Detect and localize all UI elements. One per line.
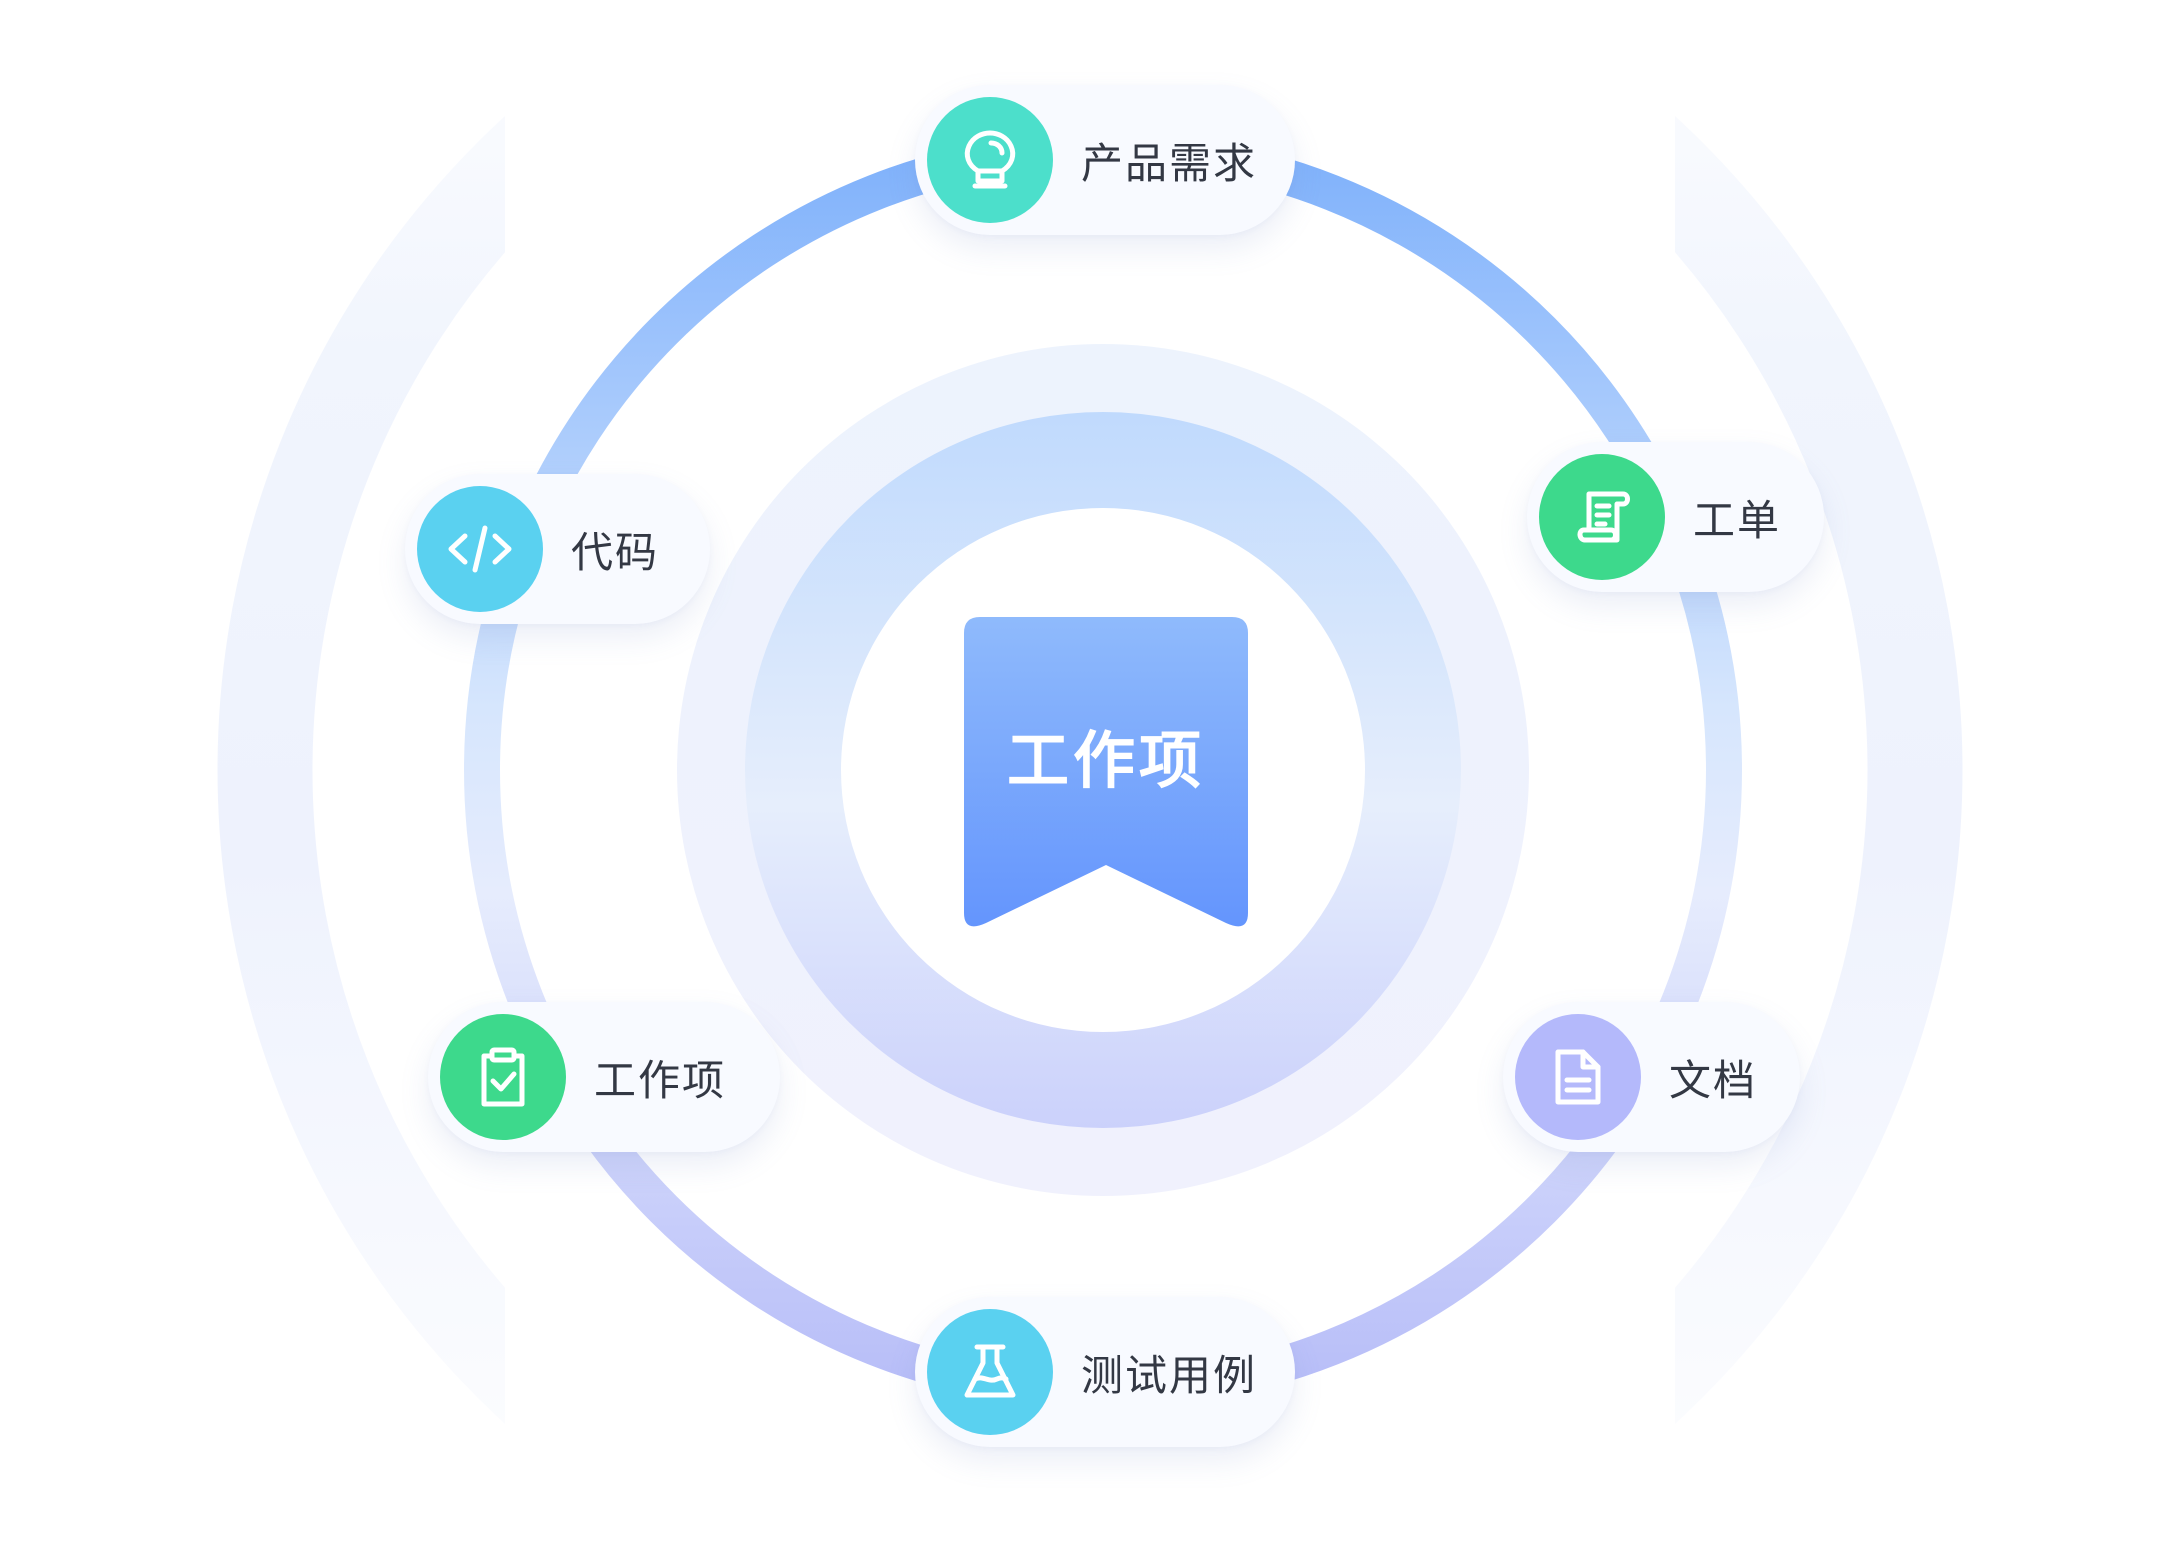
document-icon xyxy=(1515,1014,1641,1140)
node-label: 文档 xyxy=(1669,1055,1758,1105)
code-icon xyxy=(417,486,543,612)
center-label: 工作项 xyxy=(1006,724,1205,797)
left-side-arc xyxy=(217,116,505,1424)
flask-icon xyxy=(927,1309,1053,1435)
clipboard-check-icon xyxy=(440,1014,566,1140)
node-label: 工单 xyxy=(1693,495,1782,545)
scroll-icon xyxy=(1539,454,1665,580)
node-work-item[interactable]: 工作项 xyxy=(428,1002,780,1152)
right-side-arc xyxy=(1675,116,1963,1424)
node-label: 工作项 xyxy=(594,1055,727,1105)
node-label: 代码 xyxy=(571,527,660,577)
node-ticket[interactable]: 工单 xyxy=(1527,442,1824,592)
node-product-requirements[interactable]: 产品需求 xyxy=(915,85,1295,235)
node-code[interactable]: 代码 xyxy=(405,474,710,624)
bookmark-icon xyxy=(964,617,1248,927)
node-label: 产品需求 xyxy=(1081,138,1258,188)
lightbulb-icon xyxy=(927,97,1053,223)
node-label: 测试用例 xyxy=(1081,1350,1258,1400)
node-document[interactable]: 文档 xyxy=(1503,1002,1800,1152)
node-test-case[interactable]: 测试用例 xyxy=(915,1297,1295,1447)
